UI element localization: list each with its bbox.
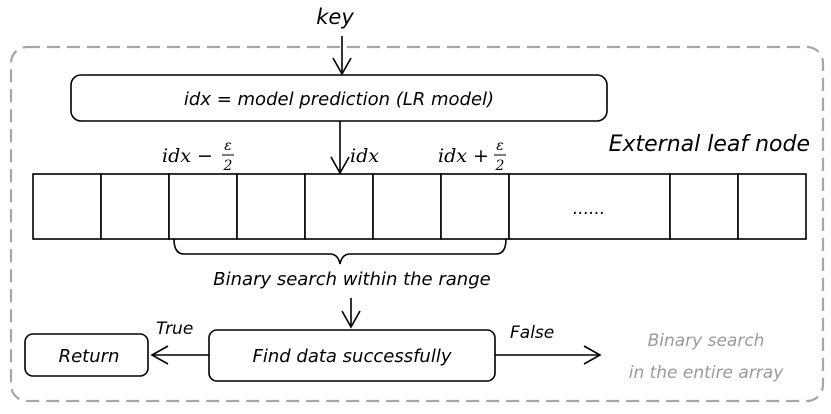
return-box-label: Return — [59, 346, 120, 367]
array-cell — [372, 173, 442, 240]
return-box — [24, 333, 149, 377]
array-cell — [100, 173, 170, 240]
false-arrow — [495, 345, 602, 365]
array-cell — [440, 173, 510, 240]
array-cell — [669, 173, 739, 240]
idx-plus-eps: ε — [496, 138, 504, 154]
idx-plus-label: idx + ε 2 — [438, 138, 506, 174]
array-cell — [236, 173, 306, 240]
array-cell — [168, 173, 238, 240]
prediction-box-label: idx = model prediction (LR model) — [184, 89, 494, 110]
true-arrow — [150, 345, 209, 365]
range-arrow — [341, 298, 361, 329]
idx-center-label: idx — [350, 145, 379, 167]
range-label: Binary search within the range — [213, 269, 490, 290]
external-leaf-node-label: External leaf node — [609, 132, 810, 157]
prediction-box — [70, 74, 608, 122]
idx-plus-base: idx + — [438, 145, 489, 167]
idx-minus-base: idx − — [162, 145, 213, 167]
array-cell — [737, 173, 807, 240]
array-ellipsis: ...... — [573, 199, 605, 219]
idx-minus-eps: ε — [224, 138, 232, 154]
idx-minus-label: idx − ε 2 — [162, 138, 234, 174]
array-cell — [304, 173, 374, 240]
key-label: key — [316, 5, 354, 29]
array-cell — [32, 173, 102, 240]
range-brace — [173, 238, 507, 265]
find-box-label: Find data successfully — [253, 346, 452, 367]
idx-minus-two: 2 — [223, 158, 233, 174]
true-label: True — [156, 319, 193, 339]
false-label: False — [510, 323, 554, 343]
fallback-line-2: in the entire array — [629, 363, 784, 383]
array-cell-ellipsis — [508, 173, 671, 240]
key-arrow — [332, 36, 352, 76]
idx-arrow — [330, 121, 350, 175]
fallback-line-1: Binary search — [648, 331, 765, 351]
leaf-node-border — [9, 45, 825, 403]
array — [32, 173, 807, 240]
idx-plus-two: 2 — [495, 158, 505, 174]
